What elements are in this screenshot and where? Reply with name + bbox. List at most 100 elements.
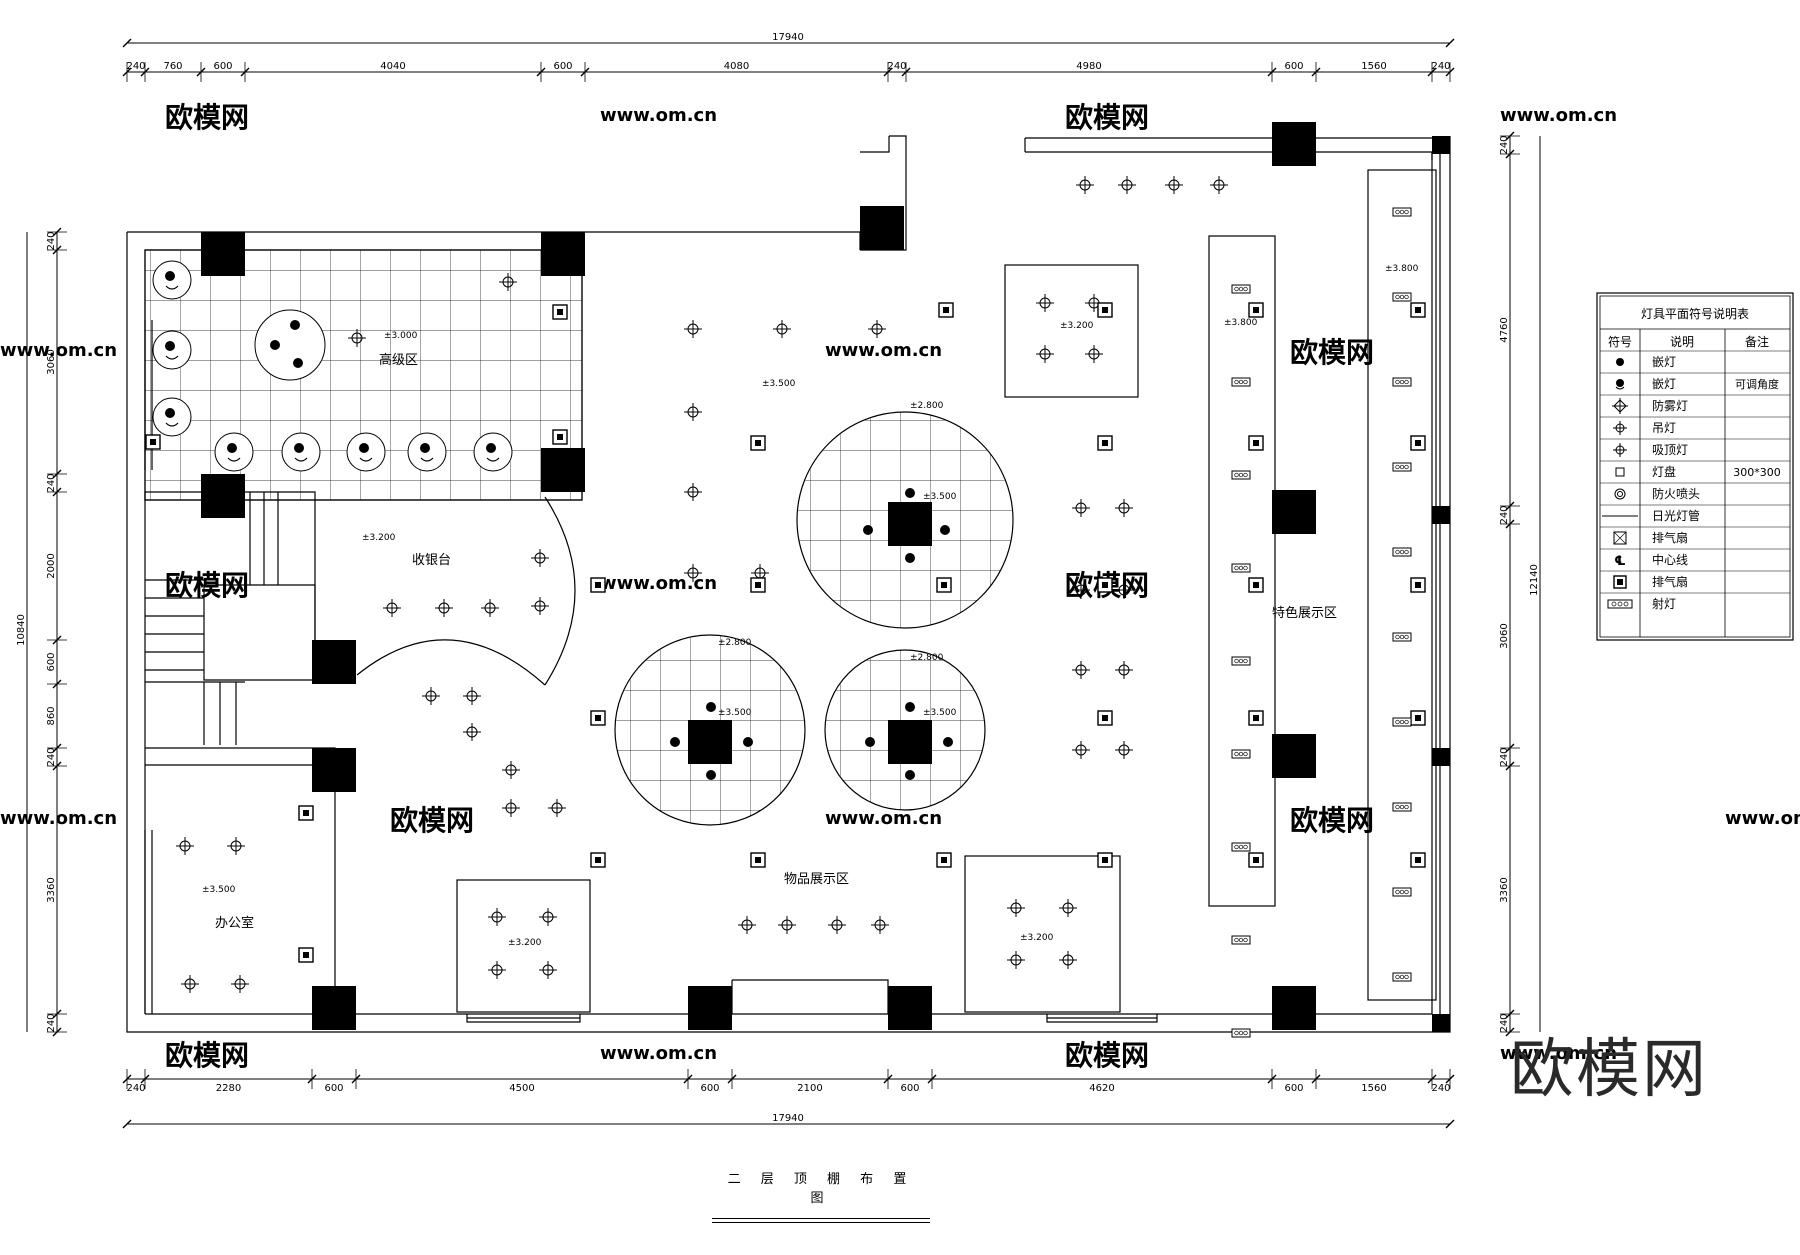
light-panel-icon: [1097, 302, 1113, 318]
light-panel-icon: [1410, 302, 1426, 318]
pendant-light-icon: [1114, 498, 1134, 518]
light-panel-icon: [1410, 852, 1426, 868]
circular-ceilings: [614, 411, 1014, 826]
dim-top-seg-9: 1560: [1361, 61, 1386, 72]
legend-desc-9: 中心线: [1652, 552, 1688, 567]
pendant-light-icon: [421, 686, 441, 706]
fog-proof-light-icon: [1612, 398, 1628, 414]
svg-text:www.om.cn: www.om.cn: [1500, 105, 1617, 126]
adjustable-recessed-light-icon: [214, 432, 254, 472]
dim-top-seg-2: 600: [213, 61, 232, 72]
dim-top-seg-8: 600: [1284, 61, 1303, 72]
svg-text:±3.000: ±3.000: [384, 331, 418, 341]
recessed-light-icon: [905, 488, 915, 498]
spot-light-icon: [1231, 377, 1251, 387]
pendant-light-icon: [538, 907, 558, 927]
light-panel-icon: [1248, 852, 1264, 868]
spot-light-icon: [1392, 377, 1412, 387]
exhaust-fan-icon: [1613, 531, 1627, 545]
svg-text:±3.200: ±3.200: [508, 938, 542, 948]
legend-header-note: 备注: [1745, 334, 1769, 349]
dim-right-seg-1: 4760: [1499, 317, 1510, 342]
pendant-light-icon: [772, 319, 792, 339]
dim-top-seg-0: 240: [126, 61, 145, 72]
light-panel-icon: [1410, 435, 1426, 451]
pendant-light-icon: [1114, 660, 1134, 680]
pendant-light-icon: [382, 598, 402, 618]
svg-text:±3.200: ±3.200: [1020, 933, 1054, 943]
adjustable-recessed-light-icon: [407, 432, 447, 472]
recessed-light-icon: [905, 702, 915, 712]
legend-desc-6: 防火喷头: [1652, 486, 1700, 501]
light-panel-icon: [1248, 577, 1264, 593]
dim-right-seg-6: 240: [1499, 1013, 1510, 1032]
adjustable-recessed-light-icon: [346, 432, 386, 472]
legend-note-1: 可调角度: [1735, 377, 1779, 391]
svg-text:www.om.cn: www.om.cn: [600, 105, 717, 126]
dim-left-seg-7: 3360: [46, 877, 57, 902]
pendant-light-icon: [487, 907, 507, 927]
light-panel-icon: [298, 805, 314, 821]
recessed-light-icon: [270, 340, 280, 350]
legend-desc-5: 灯盘: [1652, 464, 1676, 479]
dim-top-seg-6: 240: [887, 61, 906, 72]
light-panel-icon: [1097, 577, 1113, 593]
svg-text:欧模网: 欧模网: [1065, 101, 1149, 134]
legend-desc-7: 日光灯管: [1652, 508, 1700, 523]
pendant-light-icon: [777, 915, 797, 935]
spot-light-icon: [1392, 547, 1412, 557]
svg-text:±3.200: ±3.200: [1060, 321, 1094, 331]
pendant-light-icon: [462, 686, 482, 706]
pendant-light-icon: [1006, 898, 1026, 918]
spot-light-icon: [1392, 972, 1412, 982]
spot-light-icon: [1392, 717, 1412, 727]
recessed-light-icon: [905, 770, 915, 780]
svg-text:www.om.cn: www.om.cn: [825, 808, 942, 829]
dim-left-seg-3: 2000: [46, 553, 57, 578]
recessed-light-icon: [905, 553, 915, 563]
dim-top-seg-4: 600: [553, 61, 572, 72]
pendant-light-icon: [870, 915, 890, 935]
svg-text:±3.500: ±3.500: [923, 492, 957, 502]
pendant-light-icon: [1071, 498, 1091, 518]
svg-text:欧模网: 欧模网: [1290, 804, 1374, 837]
pendant-light-icon: [1613, 421, 1627, 435]
light-panel-icon: [590, 577, 606, 593]
pendant-light-icon: [1071, 740, 1091, 760]
dim-left-seg-5: 860: [46, 706, 57, 725]
sprinkler-icon: [1614, 488, 1626, 500]
room-labels: 高级区 收银台 办公室 物品展示区 特色展示区: [215, 352, 1337, 931]
legend-header-symbol: 符号: [1608, 334, 1632, 349]
centerline-icon: ℄: [1614, 554, 1626, 569]
svg-text:±3.500: ±3.500: [923, 708, 957, 718]
light-panel-icon: [590, 710, 606, 726]
light-panel-icon: [1097, 852, 1113, 868]
ceiling-boxes: [456, 169, 1437, 1013]
pendant-light-icon: [1084, 344, 1104, 364]
svg-text:www.om.cn: www.om.cn: [825, 340, 942, 361]
spot-light-icon: [1231, 935, 1251, 945]
pendant-light-icon: [1035, 344, 1055, 364]
recessed-light-icon: [293, 358, 303, 368]
light-panel-icon: [298, 947, 314, 963]
svg-text:www.om.cn: www.om.cn: [600, 1043, 717, 1064]
svg-text:±3.500: ±3.500: [762, 379, 796, 389]
pendant-light-icon: [683, 402, 703, 422]
legend-desc-0: 嵌灯: [1652, 355, 1676, 369]
pendant-light-icon: [1058, 950, 1078, 970]
pendant-light-icon: [530, 596, 550, 616]
recessed-light-icon: [706, 770, 716, 780]
spot-light-icon: [1607, 599, 1633, 609]
room-cashier-label: 收银台: [412, 553, 451, 568]
dim-left-total: 10840: [16, 614, 27, 646]
dim-right-seg-2: 240: [1499, 505, 1510, 524]
spot-light-icon: [1392, 802, 1412, 812]
spot-light-icon: [1392, 887, 1412, 897]
light-panel-icon: [552, 429, 568, 445]
adjustable-recessed-light-icon: [152, 260, 192, 300]
light-panel-icon: [1410, 577, 1426, 593]
light-panel-icon: [936, 852, 952, 868]
legend-desc-10: 排气扇: [1652, 574, 1688, 589]
legend-desc-8: 排气扇: [1652, 530, 1688, 545]
svg-text:欧模网: 欧模网: [1065, 1039, 1149, 1072]
